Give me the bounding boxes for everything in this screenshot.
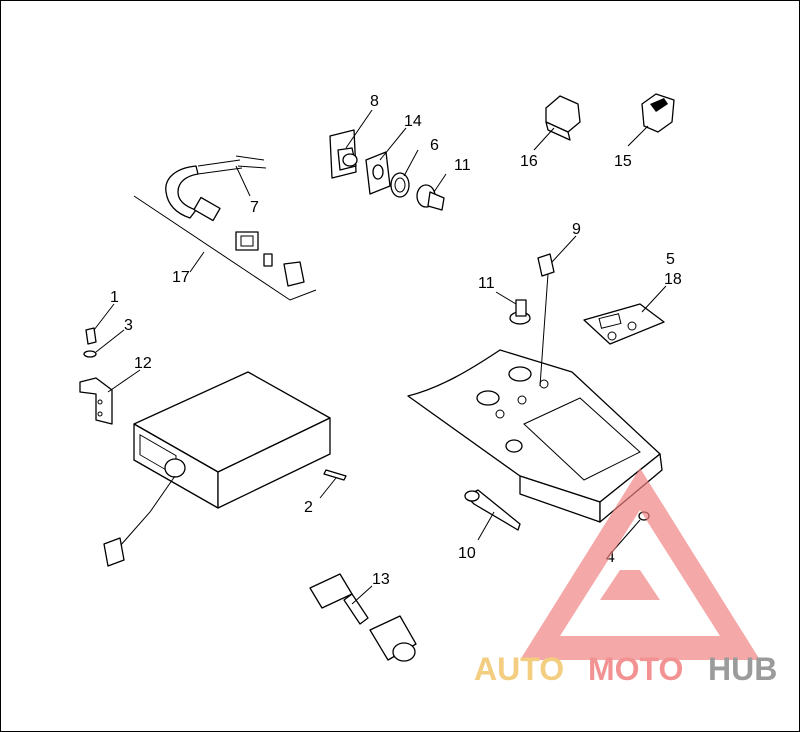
watermark-auto: AUTO bbox=[474, 651, 564, 687]
control-module bbox=[103, 371, 347, 567]
callout-6: 6 bbox=[430, 137, 439, 154]
toggle-switch-assembly bbox=[329, 129, 445, 211]
callout-17: 17 bbox=[172, 269, 190, 286]
callout-12: 12 bbox=[134, 355, 152, 372]
callout-14: 14 bbox=[404, 113, 422, 130]
callout-3: 3 bbox=[124, 317, 133, 334]
callout-11-top: 11 bbox=[454, 157, 471, 174]
callout-8: 8 bbox=[370, 93, 379, 110]
callout-9: 9 bbox=[572, 221, 581, 238]
callout-2: 2 bbox=[304, 499, 313, 516]
rocker-switch-15 bbox=[641, 93, 675, 133]
callout-10: 10 bbox=[458, 545, 476, 562]
bracket-assembly bbox=[79, 327, 113, 425]
watermark-inner-mark bbox=[600, 570, 660, 600]
harness-assembly bbox=[133, 155, 317, 301]
callout-5: 5 bbox=[666, 251, 675, 268]
callout-13: 13 bbox=[372, 571, 390, 588]
leader-lines bbox=[93, 109, 667, 605]
callout-7: 7 bbox=[250, 199, 259, 216]
control-panel bbox=[407, 253, 665, 531]
rocker-switch-16 bbox=[545, 95, 581, 141]
watermark-hub: HUB bbox=[708, 651, 777, 687]
callout-15: 15 bbox=[614, 153, 632, 170]
callout-16: 16 bbox=[520, 153, 538, 170]
watermark-triangle bbox=[520, 468, 760, 660]
callout-labels: 1 3 12 2 4 5 18 6 7 8 9 10 11 11 13 14 1… bbox=[110, 93, 682, 588]
callout-4: 4 bbox=[606, 549, 615, 566]
callout-11-console: 11 bbox=[478, 275, 495, 292]
watermark-moto: MOTO bbox=[588, 651, 683, 687]
watermark-logo: AUTO MOTO HUB bbox=[474, 468, 777, 687]
callout-18: 18 bbox=[664, 271, 682, 288]
lighter-socket bbox=[309, 573, 417, 662]
callout-1: 1 bbox=[110, 289, 119, 306]
